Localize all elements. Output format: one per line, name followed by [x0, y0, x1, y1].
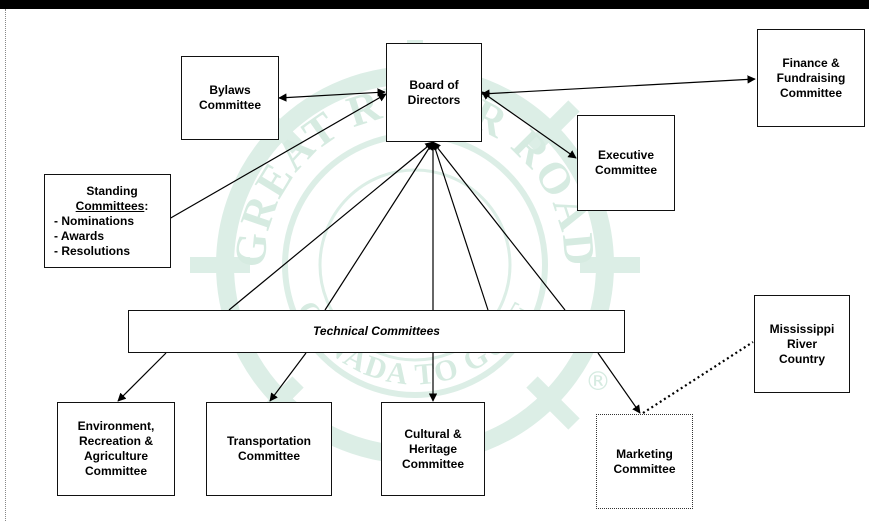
bylaws-label-line1: Bylaws — [209, 83, 251, 97]
mississippi-label-line1: Mississippi — [769, 321, 835, 336]
marketing-label-line1: Marketing — [616, 446, 673, 461]
environment-label-line4: Committee — [84, 464, 147, 478]
bylaws-committee-box: Bylaws Committee — [181, 56, 279, 140]
board-label-line1: Board of — [409, 77, 459, 92]
connector-board-finance — [481, 75, 756, 98]
board-of-directors-box: Board of Directors — [386, 43, 482, 142]
finance-label-line1: Finance & — [782, 55, 840, 70]
finance-label-line2: Fundraising — [776, 70, 846, 85]
cultural-label-line1: Cultural & — [404, 426, 462, 441]
registered-mark: ® — [585, 367, 611, 397]
connector-marketing-mississippi — [642, 341, 754, 414]
mississippi-river-country-box: Mississippi River Country — [754, 295, 850, 393]
transportation-label-line2: Committee — [237, 449, 300, 463]
connector-tech-board-4 — [431, 141, 489, 311]
mississippi-label-line3: Country — [779, 351, 825, 366]
connector-tech-marketing — [597, 352, 641, 414]
standing-subtitle: Committees — [75, 198, 145, 213]
bylaws-label-line2: Committee — [198, 98, 261, 112]
cultural-label-line2: Heritage — [408, 441, 458, 456]
left-dotted-rule — [5, 9, 6, 521]
standing-item-nominations: - Nominations — [54, 213, 134, 228]
top-border-bar — [0, 0, 869, 9]
board-label-line2: Directors — [407, 92, 461, 107]
technical-committees-label: Technical Committees — [313, 324, 440, 338]
connector-tech-board-1 — [228, 141, 434, 311]
connector-board-standing — [161, 93, 387, 224]
executive-label-line2: Committee — [594, 163, 657, 177]
standing-colon: : — [144, 198, 149, 213]
connector-tech-board-5 — [432, 141, 566, 311]
connector-tech-board-2 — [324, 141, 434, 311]
transportation-committee-box: Transportation Committee — [206, 402, 332, 496]
environment-label-line1: Environment, — [77, 419, 155, 433]
standing-title: Standing — [86, 183, 138, 198]
connector-bylaws-board — [278, 88, 386, 102]
technical-committees-box: Technical Committees — [128, 310, 625, 353]
standing-committees-box: Standing Committees: - Nominations - Awa… — [44, 174, 171, 268]
standing-item-resolutions: - Resolutions — [54, 243, 131, 258]
executive-label-line1: Executive — [597, 148, 655, 162]
connector-tech-environment — [117, 352, 167, 402]
cultural-label-line3: Committee — [401, 456, 464, 471]
cultural-heritage-committee-box: Cultural & Heritage Committee — [381, 402, 485, 496]
marketing-label-line2: Committee — [613, 461, 676, 476]
transportation-label-line1: Transportation — [226, 434, 311, 448]
standing-subtitle-line: Committees: — [76, 199, 149, 214]
marketing-committee-box: Marketing Committee — [596, 414, 693, 509]
standing-item-awards: - Awards — [54, 228, 105, 243]
mississippi-label-line2: River — [786, 336, 818, 351]
finance-label-line3: Committee — [779, 85, 842, 100]
finance-fundraising-committee-box: Finance & Fundraising Committee — [757, 29, 865, 127]
environment-recreation-agriculture-committee-box: Environment, Recreation & Agriculture Co… — [57, 402, 175, 496]
executive-committee-box: Executive Committee — [577, 115, 675, 211]
connector-board-executive — [481, 91, 577, 159]
environment-label-line3: Agriculture — [83, 449, 148, 463]
environment-label-line2: Recreation & — [78, 434, 154, 448]
connector-tech-transportation — [269, 352, 307, 402]
